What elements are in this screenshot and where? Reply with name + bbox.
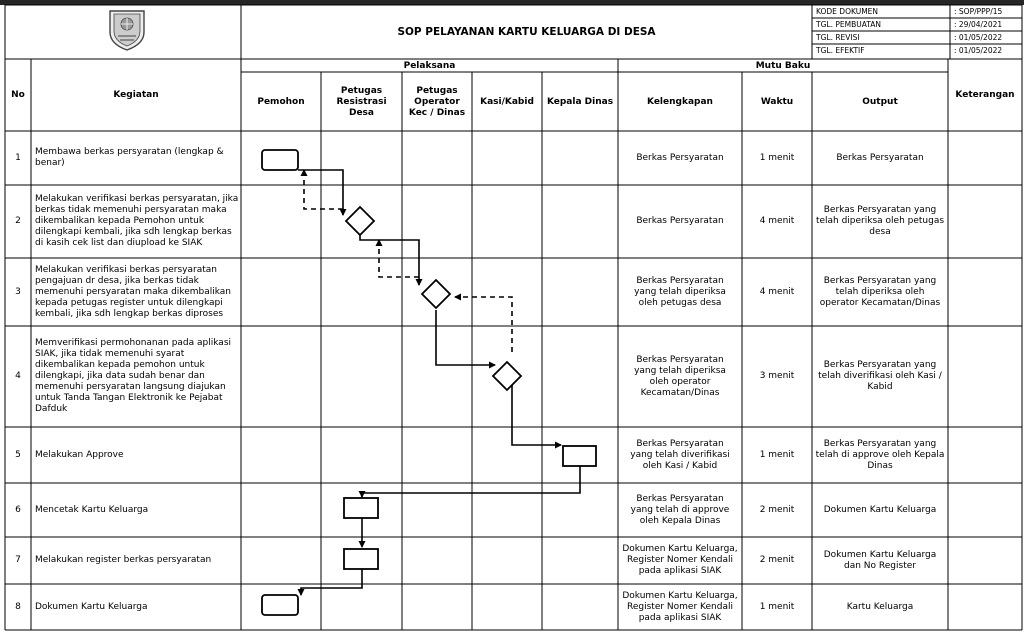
- row-8-output: Kartu Keluarga: [846, 601, 914, 612]
- header-actor-registrasi: Petugas Resistrasi Desa: [336, 85, 387, 118]
- header-actor-kepala: Kepala Dinas: [546, 96, 614, 107]
- meta-value-pembuatan: : 29/04/2021: [954, 20, 1003, 29]
- row-3-kelengkapan: Berkas Persyaratan yang telah diperiksa …: [634, 275, 726, 308]
- header-mutu-baku: Mutu Baku: [755, 60, 811, 71]
- header-kegiatan: Kegiatan: [113, 90, 159, 100]
- header-waktu: Waktu: [760, 96, 794, 107]
- row-5-no: 5: [15, 449, 21, 460]
- meta-label-revisi: TGL. REVISI: [816, 33, 860, 42]
- header-actor-kasi: Kasi/Kabid: [480, 96, 534, 107]
- row-2-waktu: 4 menit: [759, 216, 795, 226]
- row-6-waktu: 2 menit: [759, 504, 795, 515]
- header-actor-pemohon: Pemohon: [257, 96, 305, 107]
- flow-start-terminator: [261, 149, 299, 171]
- row-3-kegiatan: Melakukan verifikasi berkas persyaratan …: [35, 264, 232, 319]
- meta-label-efektif: TGL. EFEKTIF: [816, 46, 865, 55]
- header-output: Output: [862, 96, 898, 107]
- row-3-output: Berkas Persyaratan yang telah diperiksa …: [819, 275, 941, 308]
- row-5-kelengkapan: Berkas Persyaratan yang telah diverifika…: [630, 438, 730, 471]
- row-3-waktu: 4 menit: [759, 286, 795, 297]
- row-2-output: Berkas Persyaratan yang telah diperiksa …: [815, 205, 945, 237]
- row-7-kegiatan: Melakukan register berkas persyaratan: [35, 555, 212, 565]
- row-3-no: 3: [15, 286, 21, 297]
- row-2-kegiatan: Melakukan verifikasi berkas persyaratan,…: [35, 194, 239, 248]
- row-7-waktu: 2 menit: [759, 555, 795, 565]
- row-5-kegiatan: Melakukan Approve: [35, 449, 124, 460]
- row-1-output: Berkas Persyaratan: [836, 152, 924, 163]
- row-1-kelengkapan: Berkas Persyaratan: [636, 152, 724, 163]
- flow-end-terminator: [261, 594, 299, 616]
- flow-process-approve: [562, 445, 597, 467]
- row-4-kegiatan: Memverifikasi permohonanan pada aplikasi…: [35, 338, 232, 414]
- meta-label-kode: KODE DOKUMEN: [816, 7, 879, 16]
- header-actor-operator: Petugas Operator Kec / Dinas: [408, 85, 466, 118]
- document-title: SOP PELAYANAN KARTU KELUARGA DI DESA: [397, 25, 656, 38]
- meta-label-pembuatan: TGL. PEMBUATAN: [816, 20, 881, 29]
- row-6-no: 6: [15, 504, 21, 515]
- flow-connectors: [297, 169, 581, 596]
- row-5-waktu: 1 menit: [759, 449, 795, 460]
- row-4-waktu: 3 menit: [759, 371, 795, 381]
- meta-value-revisi: : 01/05/2022: [954, 33, 1003, 42]
- row-8-no: 8: [15, 601, 21, 612]
- header-pelaksana: Pelaksana: [403, 60, 456, 71]
- flow-decision-operator: [420, 278, 452, 310]
- row-6-kelengkapan: Berkas Persyaratan yang telah di approve…: [630, 493, 730, 526]
- flow-decision-kasi: [491, 360, 523, 392]
- return-connectors: [300, 169, 513, 352]
- row-4-output: Berkas Persyaratan yang telah diverifika…: [818, 360, 942, 392]
- row-4-no: 4: [15, 371, 21, 381]
- row-1-waktu: 1 menit: [759, 152, 795, 163]
- row-4-kelengkapan: Berkas Persyaratan yang telah diperiksa …: [634, 354, 726, 398]
- row-8-kegiatan: Dokumen Kartu Keluarga: [35, 601, 148, 612]
- row-2-no: 2: [15, 216, 21, 226]
- header-kelengkapan: Kelengkapan: [647, 96, 713, 107]
- meta-value-kode: : SOP/PPP/15: [954, 7, 1003, 16]
- row-7-no: 7: [15, 555, 21, 565]
- flow-process-print: [343, 497, 379, 519]
- top-edge: [0, 0, 1024, 5]
- row-7-output: Dokumen Kartu Keluarga dan No Register: [823, 549, 937, 571]
- row-5-output: Berkas Persyaratan yang telah di approve…: [815, 438, 945, 471]
- row-8-waktu: 1 menit: [759, 601, 795, 612]
- row-2-kelengkapan: Berkas Persyaratan: [636, 216, 724, 226]
- meta-value-efektif: : 01/05/2022: [954, 46, 1003, 55]
- row-6-output: Dokumen Kartu Keluarga: [823, 504, 937, 515]
- row-6-kegiatan: Mencetak Kartu Keluarga: [35, 504, 149, 515]
- row-8-kelengkapan: Dokumen Kartu Keluarga, Register Nomer K…: [622, 590, 738, 623]
- flow-decision-registration: [344, 205, 376, 237]
- row-1-no: 1: [15, 152, 21, 163]
- header-keterangan: Keterangan: [955, 90, 1015, 100]
- header-no: No: [11, 90, 25, 100]
- row-7-kelengkapan: Dokumen Kartu Keluarga, Register Nomer K…: [622, 544, 738, 576]
- flow-process-register: [343, 548, 379, 570]
- row-1-kegiatan: Membawa berkas persyaratan (lengkap & be…: [35, 147, 224, 168]
- regency-logo-icon: [109, 10, 145, 51]
